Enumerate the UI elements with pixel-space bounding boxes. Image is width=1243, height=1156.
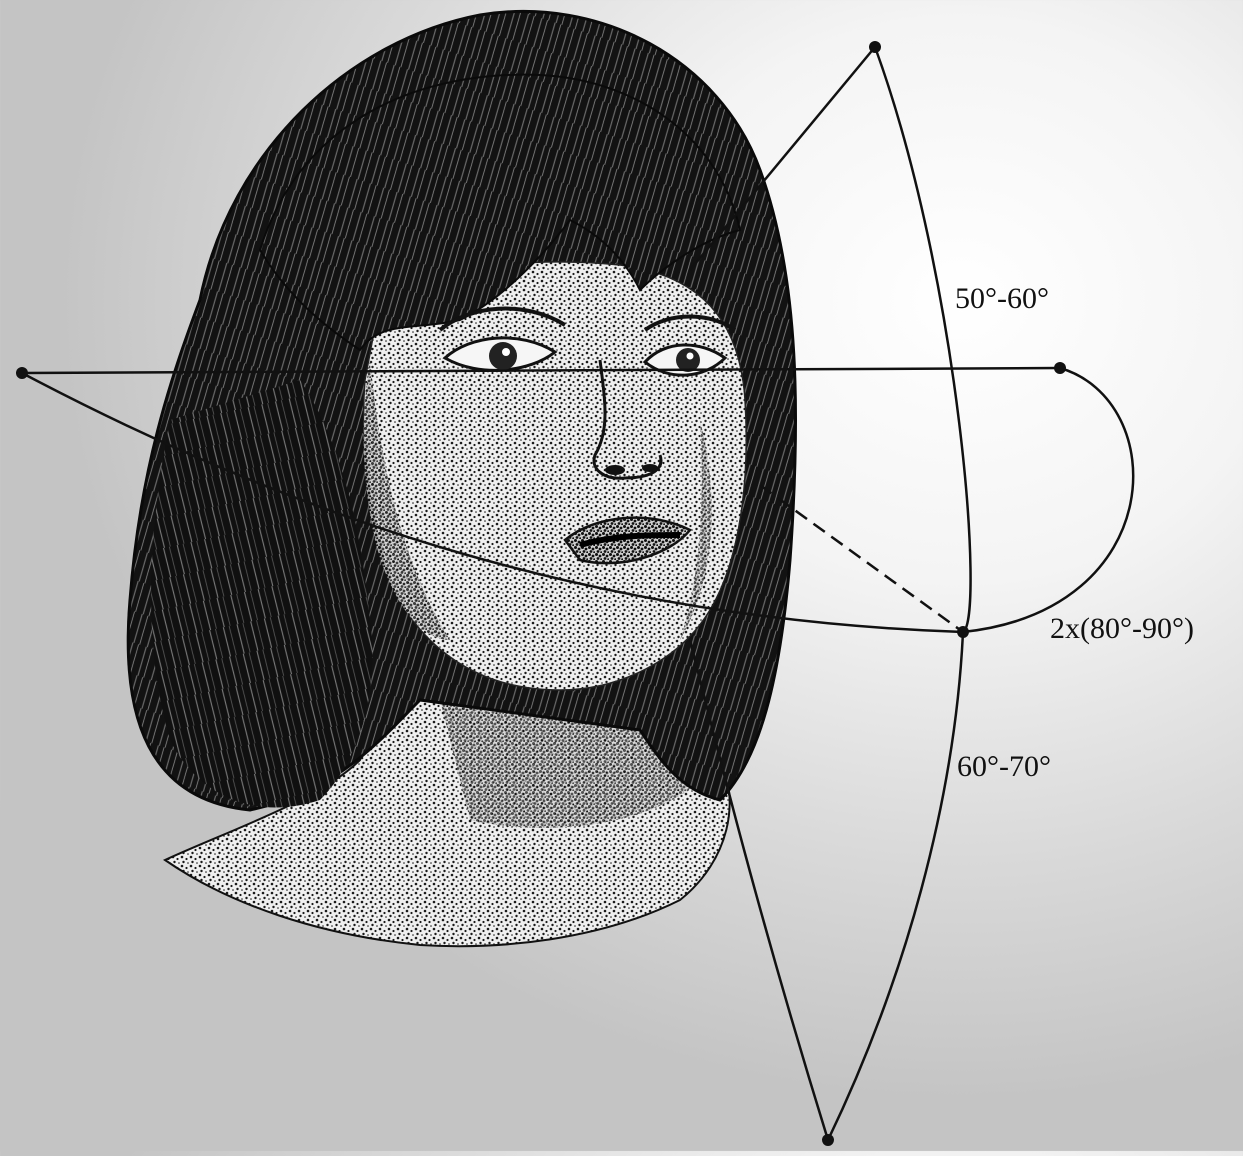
horizontal-rotation-arc (963, 368, 1133, 632)
label-downward-angle: 60°-70° (957, 750, 1051, 783)
vertex-right (1054, 362, 1066, 374)
vertex-top (869, 41, 881, 53)
vertex-bottom (822, 1134, 834, 1146)
vertex-center (957, 626, 969, 638)
vertical-rotation-arc (828, 47, 971, 1140)
vertex-left (16, 367, 28, 379)
label-upward-angle: 50°-60° (955, 282, 1049, 315)
label-horizontal-angle: 2x(80°-90°) (1050, 612, 1194, 645)
